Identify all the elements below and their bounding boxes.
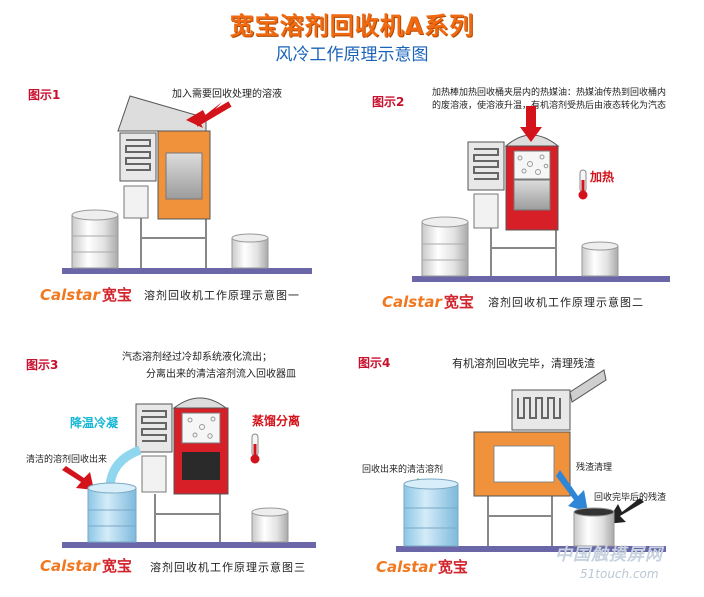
panel1-caption: 溶剂回收机工作原理示意图一 — [144, 289, 300, 302]
collect-arrow — [62, 466, 94, 490]
watermark: 中国触摸屏网 — [555, 545, 663, 565]
condenser-coil — [141, 410, 167, 442]
collector-box — [141, 455, 167, 493]
heat-arrow-head — [520, 127, 542, 142]
panel3-side-note: 清洁的溶剂回收出来 — [26, 455, 108, 465]
page-subtitle: 风冷工作原理示意图 — [275, 45, 429, 65]
drum-right — [231, 233, 269, 269]
panel4-right-note1: 残渣清理 — [576, 463, 613, 473]
drum-left — [421, 216, 469, 277]
lifted-lid — [569, 369, 607, 403]
floor — [396, 546, 666, 552]
machine-frame — [154, 494, 221, 542]
drum-left — [71, 209, 119, 269]
cooling-tag: 降温冷凝 — [70, 416, 119, 430]
machine-frame — [140, 218, 207, 268]
panel2-caption: 溶剂回收机工作原理示意图二 — [488, 296, 644, 309]
machine-frame — [490, 228, 557, 276]
watermark-url: 51touch.com — [580, 567, 659, 581]
vapor-bubbles — [517, 154, 549, 175]
panel4-right-note2: 回收完毕后的残渣 — [594, 493, 667, 503]
vapor-bubbles — [187, 416, 216, 439]
tank-basket — [165, 152, 203, 200]
floor — [62, 542, 316, 548]
drum-blue — [87, 482, 137, 543]
residue-layer — [182, 452, 220, 480]
tank-basket — [513, 179, 551, 211]
panel4-label: 图示4 — [358, 356, 391, 370]
collector-box — [473, 193, 499, 229]
page-title: 宽宝溶剂回收机A系列 — [229, 12, 475, 40]
floor — [62, 268, 312, 274]
condenser-coil — [125, 139, 151, 171]
drum-right — [581, 241, 619, 277]
panel3-note-line2: 分离出来的清洁溶剂流入回收器皿 — [146, 369, 296, 380]
residue-pointer-arrow — [606, 498, 644, 524]
panel2-label: 图示2 — [372, 95, 405, 109]
pour-arrow-shaft — [194, 101, 232, 127]
machine-frame — [487, 496, 553, 546]
panel1-note: 加入需要回收处理的溶液 — [172, 89, 282, 100]
panel4-note: 有机溶剂回收完毕，清理残渣 — [452, 357, 595, 370]
panel3-caption: 溶剂回收机工作原理示意图三 — [150, 561, 306, 574]
vapor-chamber — [181, 412, 221, 444]
empty-chamber — [493, 445, 555, 483]
distilling-tag: 蒸馏分离 — [252, 414, 301, 428]
condenser-coil — [473, 148, 499, 180]
collector-box — [123, 185, 149, 219]
panel3-label: 图示3 — [26, 358, 59, 372]
floor — [412, 276, 670, 282]
panel4-left-note: 回收出来的清洁溶剂 — [362, 465, 444, 475]
panel2-note: 加热棒加热回收桶夹层内的热媒油：热媒油传热到回收桶内的废溶液，使溶液升温，有机溶… — [432, 88, 667, 111]
condenser-coil — [517, 397, 561, 419]
panel1-label: 图示1 — [28, 88, 61, 102]
heat-arrow-shaft — [526, 106, 536, 128]
heating-tag: 加热 — [590, 170, 615, 184]
residue-arrow — [556, 470, 588, 512]
drum-blue — [403, 478, 459, 547]
drum-right — [251, 507, 289, 543]
panel3-note-line1: 汽态溶剂经过冷却系统液化流出； — [122, 352, 272, 363]
residue-drum — [573, 507, 615, 547]
